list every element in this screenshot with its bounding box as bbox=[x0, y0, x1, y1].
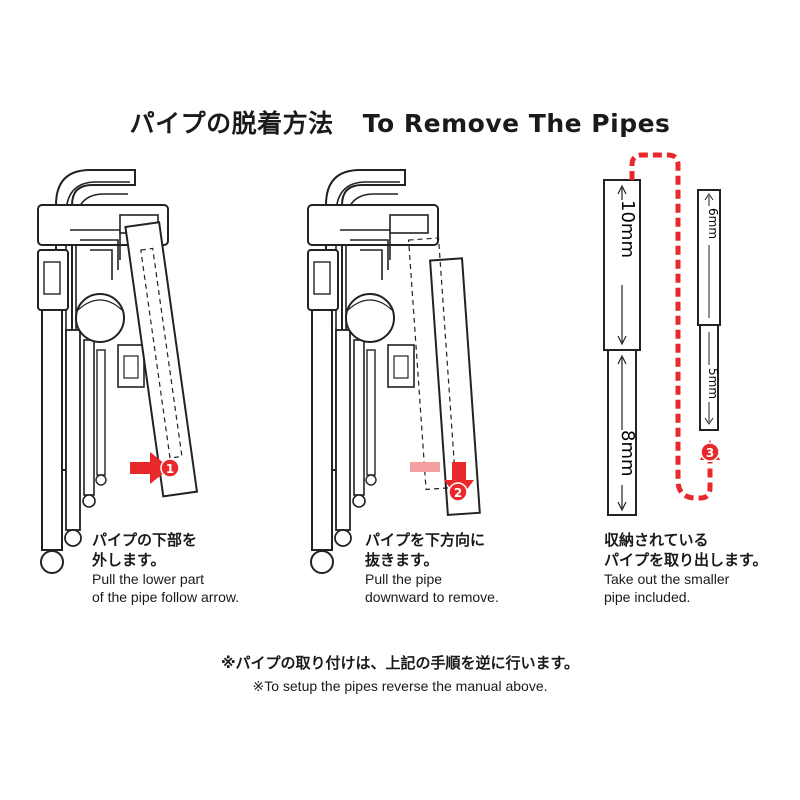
label-10mm: 10mm bbox=[617, 200, 638, 258]
title-jp: パイプの脱着方法 bbox=[129, 109, 334, 138]
step2-jp-line1: パイプを下方向に bbox=[365, 531, 486, 549]
step1-number: 1 bbox=[166, 462, 174, 476]
step3-arrow: 3 bbox=[629, 152, 720, 501]
step1-caption: パイプの下部を 外します。 Pull the lower part of the… bbox=[92, 530, 239, 606]
label-8mm: 8mm bbox=[617, 430, 638, 477]
step3-en-line1: Take out the smaller bbox=[604, 571, 730, 587]
step2-en-line2: downward to remove. bbox=[365, 589, 499, 605]
pipe-5mm bbox=[699, 324, 719, 431]
page-title: パイプの脱着方法 To Remove The Pipes bbox=[0, 104, 800, 140]
step1-illustration bbox=[37, 169, 199, 574]
label-6mm: 6mm bbox=[706, 208, 720, 239]
step2-jp-line2: 抜きます。 bbox=[365, 551, 439, 569]
step1-en-line2: of the pipe follow arrow. bbox=[92, 589, 240, 605]
title-en: To Remove The Pipes bbox=[362, 109, 671, 138]
step3-jp-line2: パイプを取り出します。 bbox=[604, 551, 768, 569]
step2-illustration bbox=[307, 169, 481, 574]
note-en: ※To setup the pipes reverse the manual a… bbox=[252, 678, 548, 694]
step1-en-line1: Pull the lower part bbox=[92, 571, 205, 587]
step3-jp-line1: 収納されている bbox=[604, 531, 709, 549]
step1-arrow: 1 bbox=[130, 452, 180, 484]
step3-pipes: 10mm 8mm 6mm 5mm bbox=[603, 179, 721, 516]
step3-number: 3 bbox=[706, 446, 714, 460]
note-jp: ※パイプの取り付けは、上記の手順を逆に行います。 bbox=[220, 654, 580, 672]
step2-caption: パイプを下方向に 抜きます。 Pull the pipe downward to… bbox=[365, 530, 499, 606]
step1-jp-line1: パイプの下部を bbox=[92, 531, 198, 549]
step2-en-line1: Pull the pipe bbox=[365, 571, 443, 587]
step2-number: 2 bbox=[454, 486, 462, 500]
step2-arrow: 2 bbox=[410, 462, 474, 502]
step3-en-line2: pipe included. bbox=[604, 589, 691, 605]
label-5mm: 5mm bbox=[706, 368, 720, 399]
step3-caption: 収納されている パイプを取り出します。 Take out the smaller… bbox=[604, 530, 768, 606]
step1-jp-line2: 外します。 bbox=[92, 551, 166, 569]
